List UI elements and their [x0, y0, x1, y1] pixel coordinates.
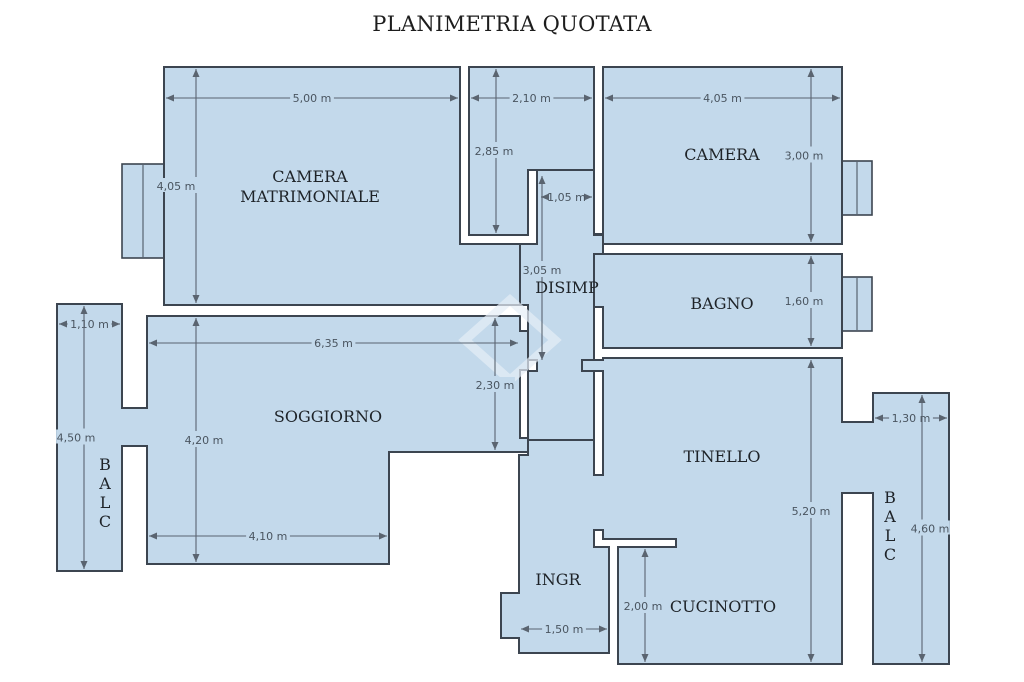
- room-label-line: INGR: [535, 570, 581, 589]
- room-label-line: CAMERA: [272, 167, 348, 186]
- room-label-line: CUCINOTTO: [670, 597, 776, 616]
- dimension-camera-matrimoniale-width: 5,00 m: [166, 92, 458, 105]
- dimension-tinello-depth: 5,20 m: [791, 360, 831, 662]
- room-label-tinello: TINELLO: [683, 447, 760, 466]
- room-label-ingr: INGR: [535, 570, 581, 589]
- dimension-passage-width: 1,05 m: [541, 191, 592, 204]
- dimension-label: 1,05 m: [547, 191, 586, 204]
- room-label-line: B: [884, 488, 896, 507]
- dimension-balc-right-width: 1,30 m: [875, 412, 947, 425]
- room-labels: CAMERAMATRIMONIALECAMERABAGNODISIMPSOGGI…: [98, 145, 896, 616]
- room-label-line: BAGNO: [690, 294, 753, 313]
- dimension-label: 1,60 m: [785, 295, 824, 308]
- dimension-lines: 5,00 m 4,05 m 2,10 m 2,85 m 1,05 m 4,05 m 3,00…: [56, 69, 950, 662]
- dimension-closet-width: 2,10 m: [471, 92, 592, 105]
- dimension-camera-depth: 3,00 m: [784, 69, 824, 242]
- room-label-line: B: [99, 455, 111, 474]
- room-balc-left[interactable]: [56, 303, 529, 572]
- room-label-line: A: [98, 474, 111, 493]
- room-label-line: MATRIMONIALE: [240, 187, 380, 206]
- room-label-line: L: [100, 493, 111, 512]
- room-label-soggiorno: SOGGIORNO: [274, 407, 382, 426]
- dimension-soggiorno-width: 6,35 m: [149, 337, 518, 350]
- room-label-bagno: BAGNO: [690, 294, 753, 313]
- dimension-camera-width: 4,05 m: [605, 92, 840, 105]
- rooms: [56, 66, 950, 665]
- room-label-cucinotto: CUCINOTTO: [670, 597, 776, 616]
- dimension-label: 4,60 m: [911, 523, 950, 536]
- dimension-label: 4,05 m: [703, 92, 742, 105]
- dimension-soggiorno-depth: 4,20 m: [184, 318, 224, 562]
- room-label-line: DISIMP: [535, 278, 599, 297]
- dimension-label: 2,10 m: [512, 92, 551, 105]
- room-label-line: CAMERA: [684, 145, 760, 164]
- dimension-label: 4,10 m: [249, 530, 288, 543]
- room-label-line: SOGGIORNO: [274, 407, 382, 426]
- dimension-closet-depth: 2,85 m: [474, 69, 514, 233]
- dimension-label: 4,50 m: [57, 432, 96, 445]
- room-camera-matrimoniale[interactable]: [163, 66, 521, 306]
- dimension-hall-depth: 2,30 m: [475, 318, 515, 450]
- plan-title: PLANIMETRIA QUOTATA: [372, 12, 652, 36]
- room-label-line: L: [885, 526, 896, 545]
- dimension-label: 1,10 m: [70, 318, 109, 331]
- dimension-label: 2,00 m: [624, 600, 663, 613]
- dimension-ingr-width: 1,50 m: [521, 623, 607, 636]
- room-label-line: A: [883, 507, 896, 526]
- room-disimp[interactable]: [519, 169, 604, 441]
- dimension-label: 6,35 m: [314, 337, 353, 350]
- dimension-cucinotto-depth: 2,00 m: [623, 549, 663, 662]
- dimension-label: 1,30 m: [892, 412, 931, 425]
- dimension-camera-matrimoniale-depth: 4,05 m: [156, 69, 200, 303]
- dimension-label: 4,20 m: [185, 434, 224, 447]
- dimension-balc-left-width: 1,10 m: [59, 318, 120, 331]
- room-label-line: C: [884, 545, 896, 564]
- dimension-label: 3,05 m: [523, 264, 562, 277]
- dimension-label: 2,30 m: [476, 379, 515, 392]
- room-label-camera: CAMERA: [684, 145, 760, 164]
- dimension-disimp-length: 3,05 m: [522, 176, 562, 360]
- dimension-label: 4,05 m: [157, 180, 196, 193]
- room-label-line: C: [99, 512, 111, 531]
- dimension-label: 5,20 m: [792, 505, 831, 518]
- room-tinello[interactable]: [500, 357, 950, 665]
- room-label-disimp: DISIMP: [535, 278, 599, 297]
- dimension-balc-right-length: 4,60 m: [910, 395, 950, 662]
- room-label-line: TINELLO: [683, 447, 760, 466]
- dimension-bagno-depth: 1,60 m: [784, 256, 824, 346]
- dimension-label: 5,00 m: [293, 92, 332, 105]
- dimension-label: 1,50 m: [545, 623, 584, 636]
- dimension-label: 2,85 m: [475, 145, 514, 158]
- dimension-balc-left-length: 4,50 m: [56, 306, 96, 569]
- dimension-soggiorno-lower-width: 4,10 m: [149, 530, 387, 543]
- dimension-label: 3,00 m: [785, 150, 824, 163]
